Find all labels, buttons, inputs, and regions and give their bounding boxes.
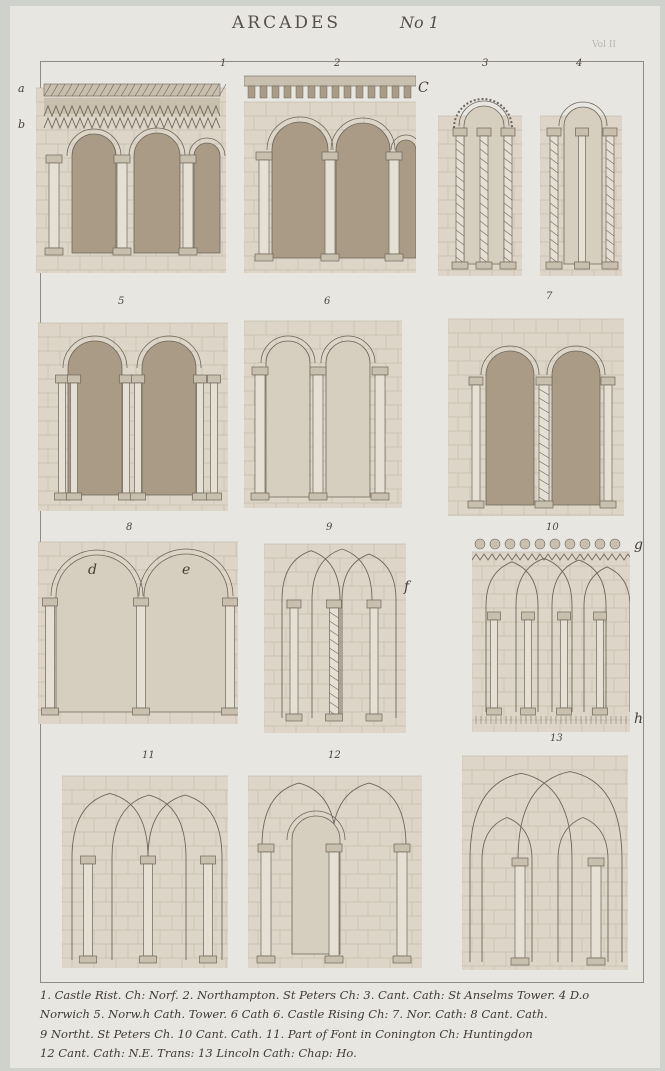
plate-number: 11 [142,750,155,761]
key-letter-b: b [18,118,26,131]
plate-2-northampton [244,72,416,273]
plate-10-canterbury [472,534,630,732]
plate-8-canterbury [38,536,238,724]
plate-number: 2 [334,58,341,69]
key-letter-d: d [88,562,97,578]
plate-number: 5 [118,296,125,307]
plate-4-st-anselms-tower [540,76,622,276]
sheet-title: ARCADES [232,13,342,33]
plate-number: 1 [220,58,227,69]
plate-number: 10 [546,522,559,533]
key-letter-c: C [418,80,429,96]
plate-number: 13 [550,733,563,744]
plate-number: 7 [546,291,553,302]
plate-9-northampton [264,538,406,733]
plate-number: 6 [324,296,331,307]
caption-line-3: 9 Northt. St Peters Ch. 10 Cant. Cath. 1… [40,1027,533,1041]
plate-number: 12 [328,750,341,761]
plate-frame [40,61,644,983]
plate-7-norwich-cathedral [448,309,624,516]
plate-number: 4 [576,58,583,69]
drawing-sheet: ARCADES No 1 Vol II 1 2 3 4 5 6 7 8 9 10… [10,6,660,1068]
key-letter-h: h [634,711,644,727]
sheet-number: No 1 [400,13,439,32]
plate-6-castle-rising [244,313,402,508]
plate-12-canterbury-ne-transept [248,770,422,968]
plate-5-norwich-tower [38,313,228,511]
key-letter-g: g [634,537,643,553]
plate-number: 3 [482,58,489,69]
plate-1-castle-rising [36,68,226,273]
caption-line-2: Norwich 5. Norw.h Cath. Tower. 6 Cath 6.… [40,1007,548,1021]
plate-number: 9 [326,522,333,533]
plate-number: 8 [126,522,133,533]
archive-stamp: Vol II [592,40,616,50]
key-letter-f: f [404,579,410,595]
plate-3-st-anselms-tower [438,76,522,276]
key-letter-e: e [182,562,191,578]
caption-line-4: 12 Cant. Cath: N.E. Trans: 13 Lincoln Ca… [40,1046,357,1060]
plate-11-conington-font [62,770,228,968]
key-letter-a: a [18,82,25,95]
caption-line-1: 1. Castle Rist. Ch: Norf. 2. Northampton… [40,988,590,1002]
plate-13-lincoln-chapter-house [462,750,628,970]
